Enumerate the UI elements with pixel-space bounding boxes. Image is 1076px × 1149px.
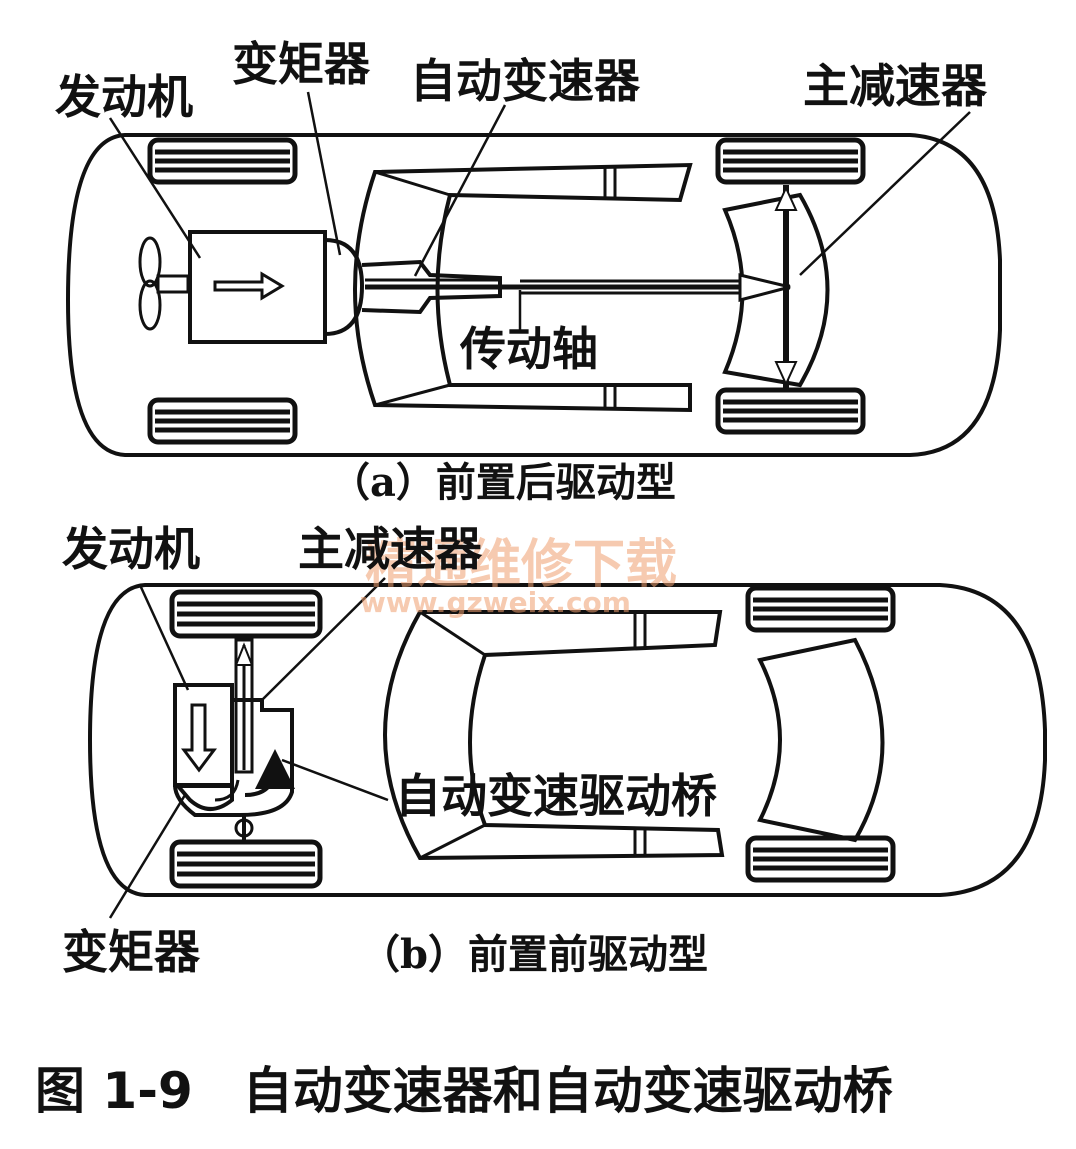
car-body-outline-b xyxy=(87,583,1047,897)
tire-rear-left-b xyxy=(745,585,896,633)
rear-axle-arrows xyxy=(774,185,798,388)
label-transaxle-b: 自动变速驱动桥 xyxy=(395,769,717,823)
cabin-outline-b xyxy=(383,610,725,861)
tire-rear-right-a xyxy=(715,387,866,435)
car-body-outline-a xyxy=(65,133,1002,457)
caption-a: （a）前置后驱动型 xyxy=(330,459,676,506)
diagram-a-rwd: 发动机 变矩器 自动变速器 主减速器 传动轴 （a）前置后驱动型 xyxy=(55,37,1002,506)
tire-front-left-b xyxy=(169,589,323,639)
label-final-drive-b: 主减速器 xyxy=(298,522,483,576)
figure-caption: 图 1-9 自动变速器和自动变速驱动桥 xyxy=(35,1062,893,1120)
label-final-drive-a: 主减速器 xyxy=(803,59,988,113)
engine-flow-arrow-icon xyxy=(213,271,285,301)
watermark-text: 精通维修下载 xyxy=(365,535,677,595)
watermark: 精通维修下载 www.gzweix.com xyxy=(360,535,677,619)
label-engine-b: 发动机 xyxy=(62,522,200,576)
caption-b: （b）前置前驱动型 xyxy=(360,931,708,978)
label-torque-converter-b: 变矩器 xyxy=(62,925,201,979)
tire-rear-right-b xyxy=(745,835,896,883)
label-engine-a: 发动机 xyxy=(55,70,193,124)
tire-front-left-a xyxy=(147,137,298,185)
watermark-url: www.gzweix.com xyxy=(360,586,631,619)
tire-rear-left-a xyxy=(715,137,866,185)
front-half-shaft-arrows xyxy=(234,638,254,842)
label-drive-shaft-a: 传动轴 xyxy=(459,322,598,376)
tire-front-right-a xyxy=(147,397,298,445)
torque-converter-a xyxy=(323,237,365,337)
diagram-b-fwd: 精通维修下载 www.gzweix.com 发动机 主减速器 自动变速驱动桥 变… xyxy=(62,522,1047,979)
label-torque-converter-a: 变矩器 xyxy=(232,37,371,91)
label-auto-transmission-a: 自动变速器 xyxy=(410,54,641,108)
torque-converter-b xyxy=(173,784,234,811)
cooling-fan-icon xyxy=(138,236,190,331)
transaxle-housing-b xyxy=(172,698,294,817)
tire-front-right-b xyxy=(169,839,323,889)
